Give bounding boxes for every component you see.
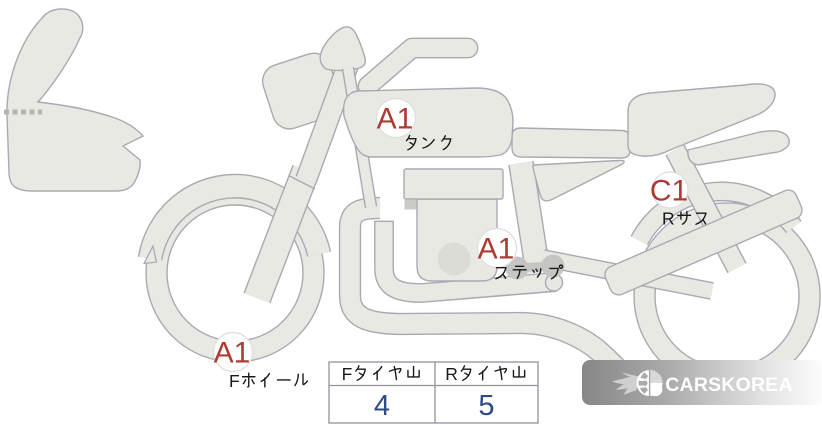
svg-text:R: R — [445, 364, 458, 384]
svg-text:5: 5 — [478, 390, 494, 422]
svg-text:R: R — [662, 209, 675, 229]
svg-text:CARSKOREA: CARSKOREA — [665, 374, 792, 396]
svg-text:A1: A1 — [478, 233, 515, 266]
svg-text:A1: A1 — [214, 337, 251, 370]
svg-text:4: 4 — [374, 390, 390, 422]
svg-text:C1: C1 — [650, 175, 688, 208]
svg-text:F: F — [342, 364, 353, 384]
svg-text:A1: A1 — [377, 103, 414, 136]
svg-text:F: F — [229, 371, 240, 391]
